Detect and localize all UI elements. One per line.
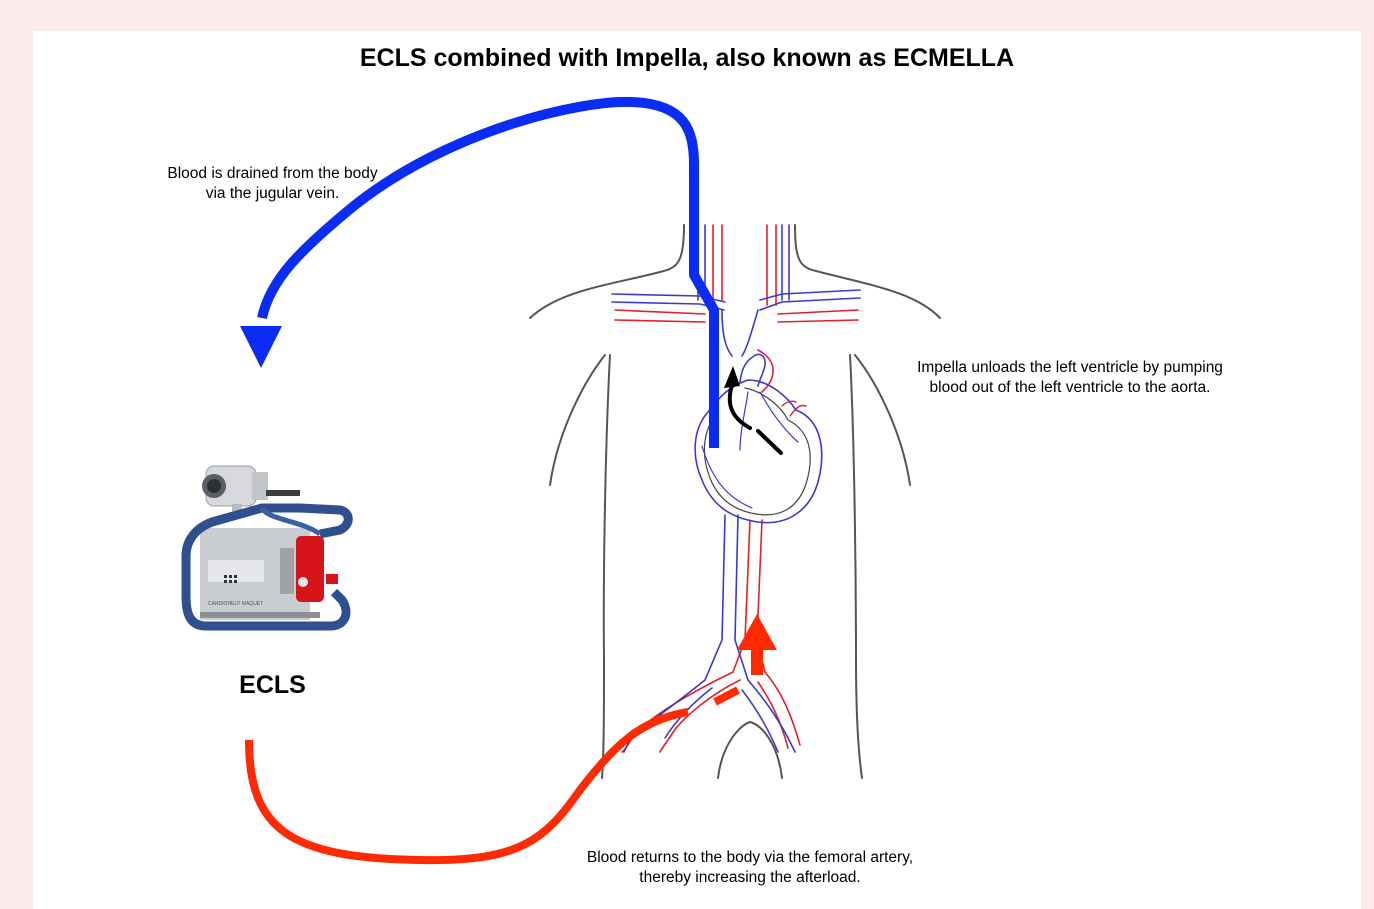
impella-arrow <box>724 366 781 453</box>
return-arrowhead <box>737 614 777 650</box>
annotation-return-line1: Blood returns to the body via the femora… <box>540 848 960 868</box>
ecls-device: CARDIOHELP MAQUET <box>186 466 348 626</box>
arteries <box>615 225 858 752</box>
annotation-drain: Blood is drained from the body via the j… <box>130 164 415 204</box>
annotation-return: Blood returns to the body via the femora… <box>540 848 960 888</box>
annotation-impella-line2: blood out of the left ventricle to the a… <box>880 378 1260 398</box>
annotation-impella-line1: Impella unloads the left ventricle by pu… <box>880 358 1260 378</box>
veins <box>612 225 860 752</box>
annotation-drain-line2: via the jugular vein. <box>130 184 415 204</box>
device-brand-text: CARDIOHELP MAQUET <box>208 601 263 607</box>
annotation-drain-line1: Blood is drained from the body <box>130 164 415 184</box>
annotation-return-line2: thereby increasing the afterload. <box>540 868 960 888</box>
venous-cannula <box>240 102 714 448</box>
annotation-impella: Impella unloads the left ventricle by pu… <box>880 358 1260 398</box>
ecls-device-label: ECLS <box>200 671 345 700</box>
drain-arrowhead <box>240 326 282 368</box>
arterial-cannula <box>249 614 777 860</box>
